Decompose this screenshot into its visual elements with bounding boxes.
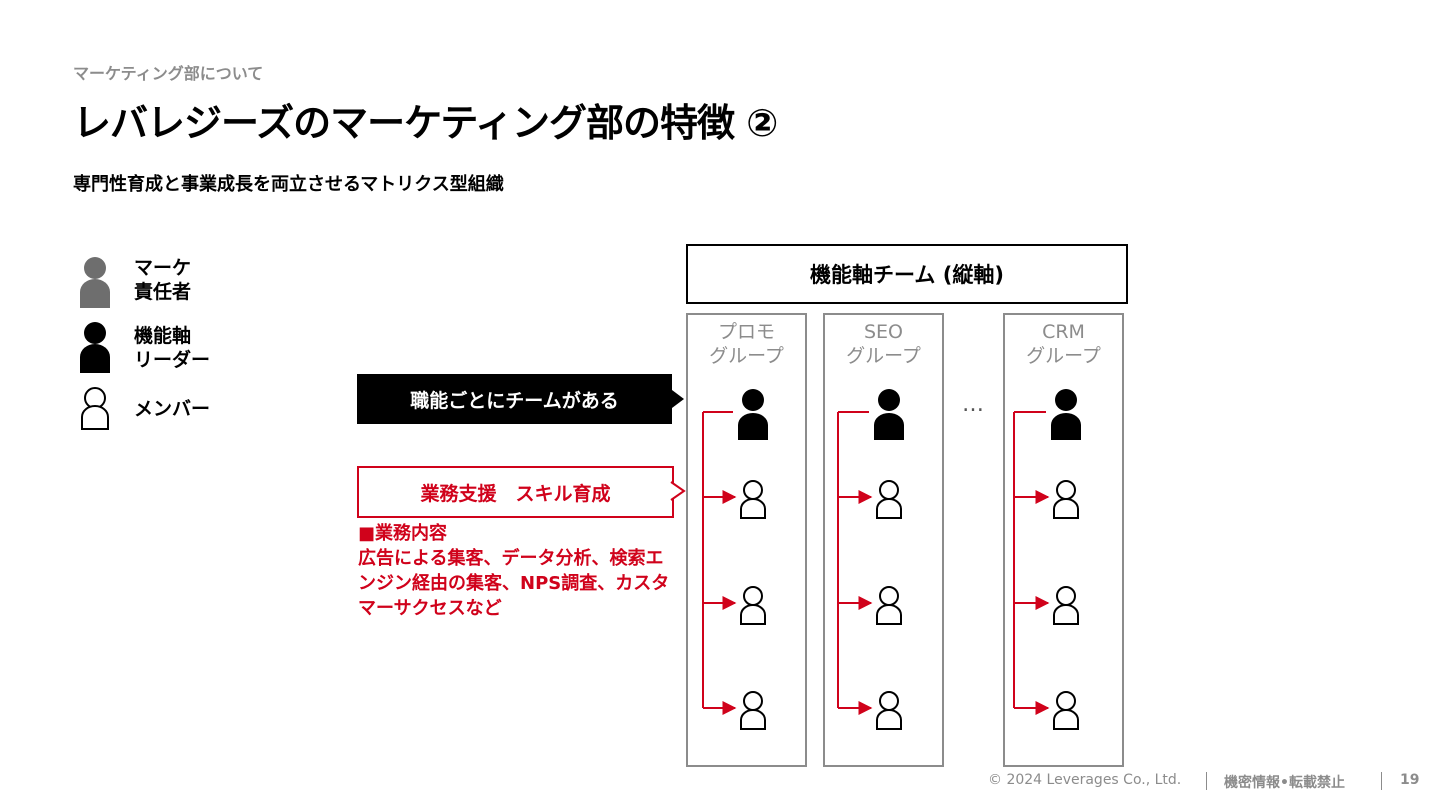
member-person-icon [876,586,902,625]
leader-person-icon [738,389,768,440]
more-groups-ellipsis: … [962,392,984,417]
footer-divider [1206,772,1207,790]
group-column-crm [1003,313,1124,767]
member-person-icon [1053,586,1079,625]
legend-label-manager: マーケ責任者 [134,257,192,303]
member-person-icon [740,586,766,625]
member-person-icon [1053,691,1079,730]
page-subtitle: 専門性育成と事業成長を両立させるマトリクス型組織 [73,174,504,195]
footer-copyright: © 2024 Leverages Co., Ltd. [988,772,1182,788]
member-person-icon [1053,480,1079,519]
leader-person-icon [80,322,110,373]
page-number: 19 [1400,772,1420,788]
legend-label-member: メンバー [134,398,211,420]
black-callout-pointer [672,390,684,408]
functional-team-header: 機能軸チーム (縦軸) [686,244,1128,304]
group-column-seo [823,313,944,767]
member-person-icon [81,387,109,430]
leader-person-icon [1051,389,1081,440]
footer-confidential: 機密情報•転載禁止 [1224,775,1345,791]
group-column-promo [686,313,807,767]
member-person-icon [740,691,766,730]
red-callout-pointer [670,481,686,501]
member-person-icon [876,480,902,519]
breadcrumb: マーケティング部について [73,64,264,83]
legend-label-leader: 機能軸リーダー [134,325,211,371]
member-person-icon [740,480,766,519]
support-skill-callout: 業務支援 スキル育成 [357,466,674,518]
footer-divider [1381,772,1382,790]
page-title: レバレジーズのマーケティング部の特徴 ② [73,101,778,145]
leader-person-icon [874,389,904,440]
group-title-promo: プロモグループ [709,321,784,367]
member-person-icon [876,691,902,730]
business-content-note: ■業務内容 広告による集客、データ分析、検索エンジン経由の集客、NPS調査、カス… [358,523,670,619]
team-by-function-callout: 職能ごとにチームがある [357,374,672,424]
manager-person-icon [80,257,110,308]
